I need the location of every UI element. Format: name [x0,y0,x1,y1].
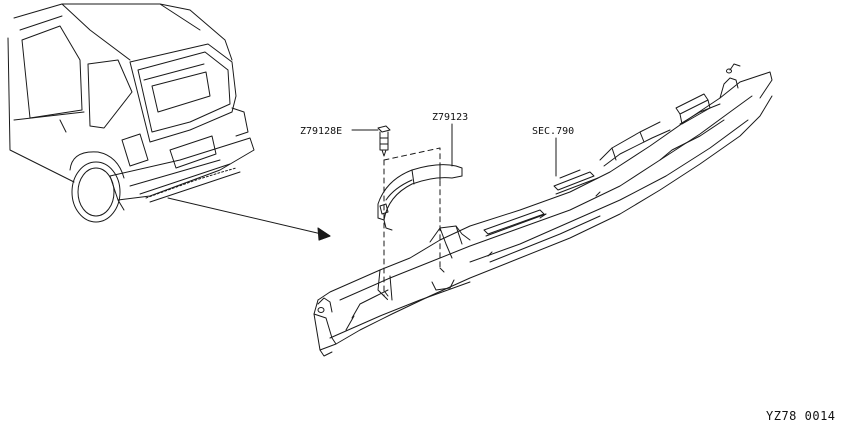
callout-arrow [167,197,331,241]
diagram-code: YZ78 0014 [766,409,836,423]
label-section-ref: SEC.790 [532,126,574,137]
assembly-guides [383,147,441,301]
fastener-clip [377,125,391,157]
label-fastener: Z79128E [300,126,342,137]
rear-panel-member [313,63,773,357]
label-finisher: Z79123 [432,112,468,123]
vehicle-illustration [7,3,255,223]
leader-lines [351,123,557,177]
finisher-part [377,164,463,231]
